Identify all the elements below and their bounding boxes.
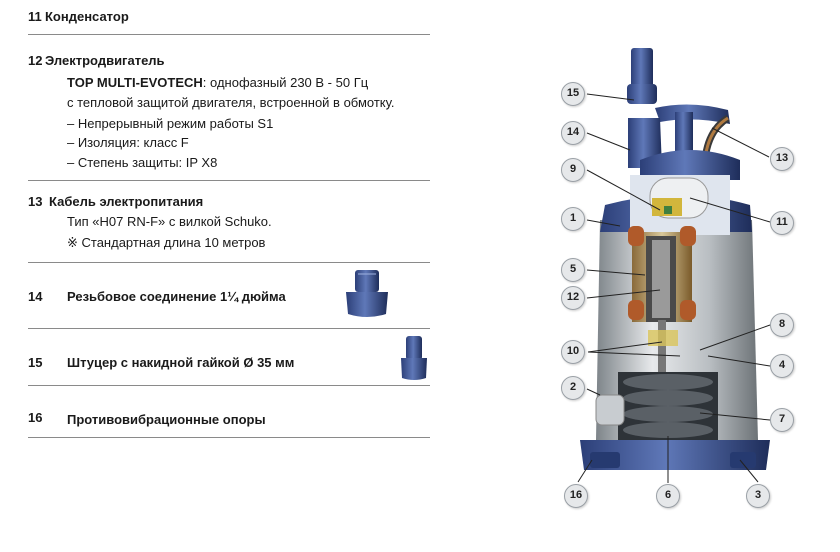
- callout-1: 1: [561, 207, 585, 231]
- divider: [28, 262, 430, 263]
- item-12-line: – Изоляция: класс F: [67, 135, 189, 150]
- item-12-title: Электродвигатель: [45, 53, 165, 68]
- item-11-title: Конденсатор: [45, 9, 129, 24]
- hose-fitting-image: [401, 336, 427, 380]
- item-16-number: 16: [28, 410, 43, 425]
- callout-14: 14: [561, 121, 585, 145]
- divider: [28, 437, 430, 438]
- item-12-line: TOP MULTI-EVOTECH: однофазный 230 В - 50…: [67, 75, 369, 90]
- item-15-number: 15: [28, 355, 43, 370]
- item-12-line: с тепловой защитой двигателя, встроенной…: [67, 95, 395, 110]
- item-12-number: 12: [28, 53, 43, 68]
- callout-8: 8: [770, 313, 794, 337]
- item-13-number: 13: [28, 194, 43, 209]
- callout-16: 16: [564, 484, 588, 508]
- callout-11: 11: [770, 211, 794, 235]
- item-12-line: – Степень защиты: IP X8: [67, 155, 218, 170]
- callout-15: 15: [561, 82, 585, 106]
- item-13-title: Кабель электропитания: [49, 194, 204, 209]
- item-12-line: – Непрерывный режим работы S1: [67, 116, 274, 131]
- callout-12: 12: [561, 286, 585, 310]
- threaded-connector-image: [346, 270, 388, 317]
- callout-5: 5: [561, 258, 585, 282]
- item-11-number: 11: [28, 9, 42, 24]
- item-14-number: 14: [28, 289, 43, 304]
- item-14-title: Резьбовое соединение 1¼ дюйма: [67, 289, 286, 304]
- item-13-line: Тип «H07 RN-F» с вилкой Schuko.: [67, 214, 272, 229]
- divider: [28, 385, 430, 386]
- divider: [28, 34, 430, 35]
- callout-6: 6: [656, 484, 680, 508]
- divider: [28, 180, 430, 181]
- item-16-title: Противовибрационные опоры: [67, 412, 266, 427]
- callout-7: 7: [770, 408, 794, 432]
- callout-13: 13: [770, 147, 794, 171]
- callout-4: 4: [770, 354, 794, 378]
- callout-9: 9: [561, 158, 585, 182]
- item-15-title: Штуцер с накидной гайкой Ø 35 мм: [67, 355, 295, 370]
- callout-3: 3: [746, 484, 770, 508]
- divider: [28, 328, 430, 329]
- callout-2: 2: [561, 376, 585, 400]
- callout-10: 10: [561, 340, 585, 364]
- item-13-line: ※ Стандартная длина 10 метров: [67, 235, 266, 250]
